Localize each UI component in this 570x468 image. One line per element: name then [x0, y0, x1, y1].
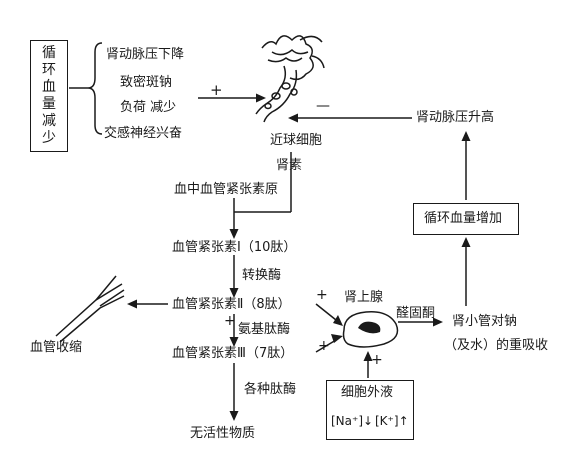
arrowhead — [127, 299, 137, 309]
causes-brace — [87, 42, 103, 135]
extracellular-fluid-box: 细胞外液 [Na⁺]↓ [K⁺]↑ — [326, 380, 414, 440]
ang2-label: 血管紧张素Ⅱ（8肽） — [172, 297, 291, 312]
volume-increase-box: 循环血量增加 — [413, 203, 519, 235]
arrowhead — [229, 288, 239, 298]
arrow-ang2-to-adrenal — [315, 303, 337, 321]
ecf-sodium: [Na⁺]↓ — [331, 414, 374, 428]
ang1-label: 血管紧张素Ⅰ（10肽） — [172, 240, 297, 255]
arrowhead — [333, 315, 343, 326]
arrowhead — [461, 237, 471, 247]
blood-vessel-drawing — [55, 275, 125, 343]
plus-sign: + — [316, 287, 328, 303]
arrowhead — [461, 131, 471, 141]
peptidases-label: 各种肽酶 — [244, 382, 297, 397]
arrow-ang3-to-adrenal — [315, 339, 337, 353]
arrowhead — [229, 337, 239, 347]
aminopeptidase-label: 氨基肽酶 — [238, 322, 291, 337]
ecf-potassium: [K⁺]↑ — [375, 414, 409, 428]
juxtaglomerular-label: 近球细胞 — [270, 133, 323, 148]
renal-pressure-up-label: 肾动脉压升高 — [416, 110, 495, 125]
arrowhead — [433, 317, 443, 327]
cause-sodium-load: 负荷 减少 — [120, 100, 177, 115]
plus-sign: + — [318, 338, 330, 354]
adrenal-label: 肾上腺 — [344, 290, 384, 305]
minus-sign: — — [316, 98, 330, 114]
aldosterone-label: 醛固酮 — [396, 306, 436, 321]
angiotensinogen-label: 血中血管紧张素原 — [174, 182, 279, 197]
volume-increase-label: 循环血量增加 — [424, 211, 503, 226]
converting-enzyme-label: 转换酶 — [242, 268, 282, 283]
blood-volume-decrease-text: 循 环 血 量 减 少 — [31, 45, 67, 147]
ecf-title: 细胞外液 — [341, 385, 394, 400]
box-char: 量 — [42, 96, 56, 112]
box-char: 血 — [42, 79, 56, 95]
plus-sign: + — [224, 313, 236, 329]
arrowhead — [363, 351, 373, 361]
vasoconstriction-label: 血管收缩 — [30, 340, 83, 355]
cause-renal-pressure-drop: 肾动脉压下降 — [106, 47, 185, 62]
plus-sign: + — [371, 352, 383, 368]
box-char: 少 — [42, 130, 56, 146]
juxtaglomerular-cell-drawing — [255, 35, 325, 123]
plus-sign: + — [210, 81, 223, 99]
reabsorption-label-line2: （及水）的重吸收 — [444, 338, 549, 353]
arrowhead — [288, 113, 298, 123]
cause-macula-densa: 致密斑钠 — [120, 75, 173, 90]
cause-sympathetic: 交感神经兴奋 — [104, 126, 183, 141]
inactive-label: 无活性物质 — [190, 426, 256, 441]
renin-label: 肾素 — [276, 158, 303, 173]
box-char: 减 — [42, 113, 56, 129]
ang3-label: 血管紧张素Ⅲ（7肽） — [172, 346, 294, 361]
arrowhead — [229, 229, 239, 239]
arrowhead — [331, 334, 343, 343]
box-char: 循 — [42, 45, 56, 61]
adrenal-gland-drawing — [342, 311, 399, 348]
box-char: 环 — [42, 62, 56, 78]
arrowhead — [229, 411, 239, 421]
blood-volume-decrease-box: 循 环 血 量 减 少 — [30, 40, 68, 152]
arrowhead — [256, 93, 266, 103]
reabsorption-label-line1: 肾小管对钠 — [452, 314, 518, 329]
